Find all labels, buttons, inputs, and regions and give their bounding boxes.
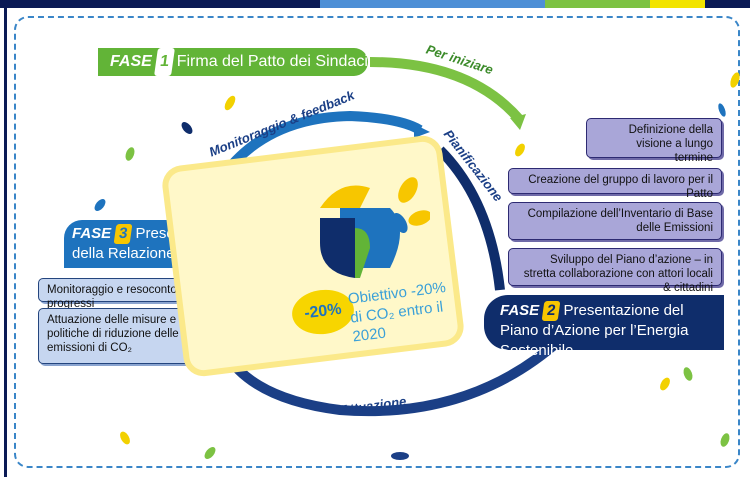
phase-3-fase: FASE (72, 225, 112, 242)
right-box-inventario: Compilazione dell’Inventario di Base del… (508, 202, 722, 240)
covenant-logo (320, 177, 430, 278)
phase-1-number: 1 (153, 48, 175, 76)
right-box-visione: Definizione della visione a lungo termin… (586, 118, 722, 164)
right-box-piano-azione: Sviluppo del Piano d’azione – in stretta… (508, 248, 722, 294)
outer-frame (4, 8, 750, 477)
left-box-attuazione-misure: Attuazione delle misure e politiche di r… (38, 308, 216, 364)
right-box-gruppo-lavoro: Creazione del gruppo di lavoro per il Pa… (508, 168, 722, 200)
phase-2-fase: FASE (500, 302, 540, 319)
dashed-border (14, 16, 740, 468)
phase-1-fase: FASE (110, 53, 152, 70)
phase-2-text: Presentazione del Piano d’Azione per l’E… (500, 302, 689, 359)
phase-1-text: Firma del Patto dei Sindaci (176, 53, 368, 70)
phase-3-number: 3 (113, 224, 133, 244)
top-color-bar (0, 0, 750, 8)
phase-2-number: 2 (541, 301, 561, 321)
